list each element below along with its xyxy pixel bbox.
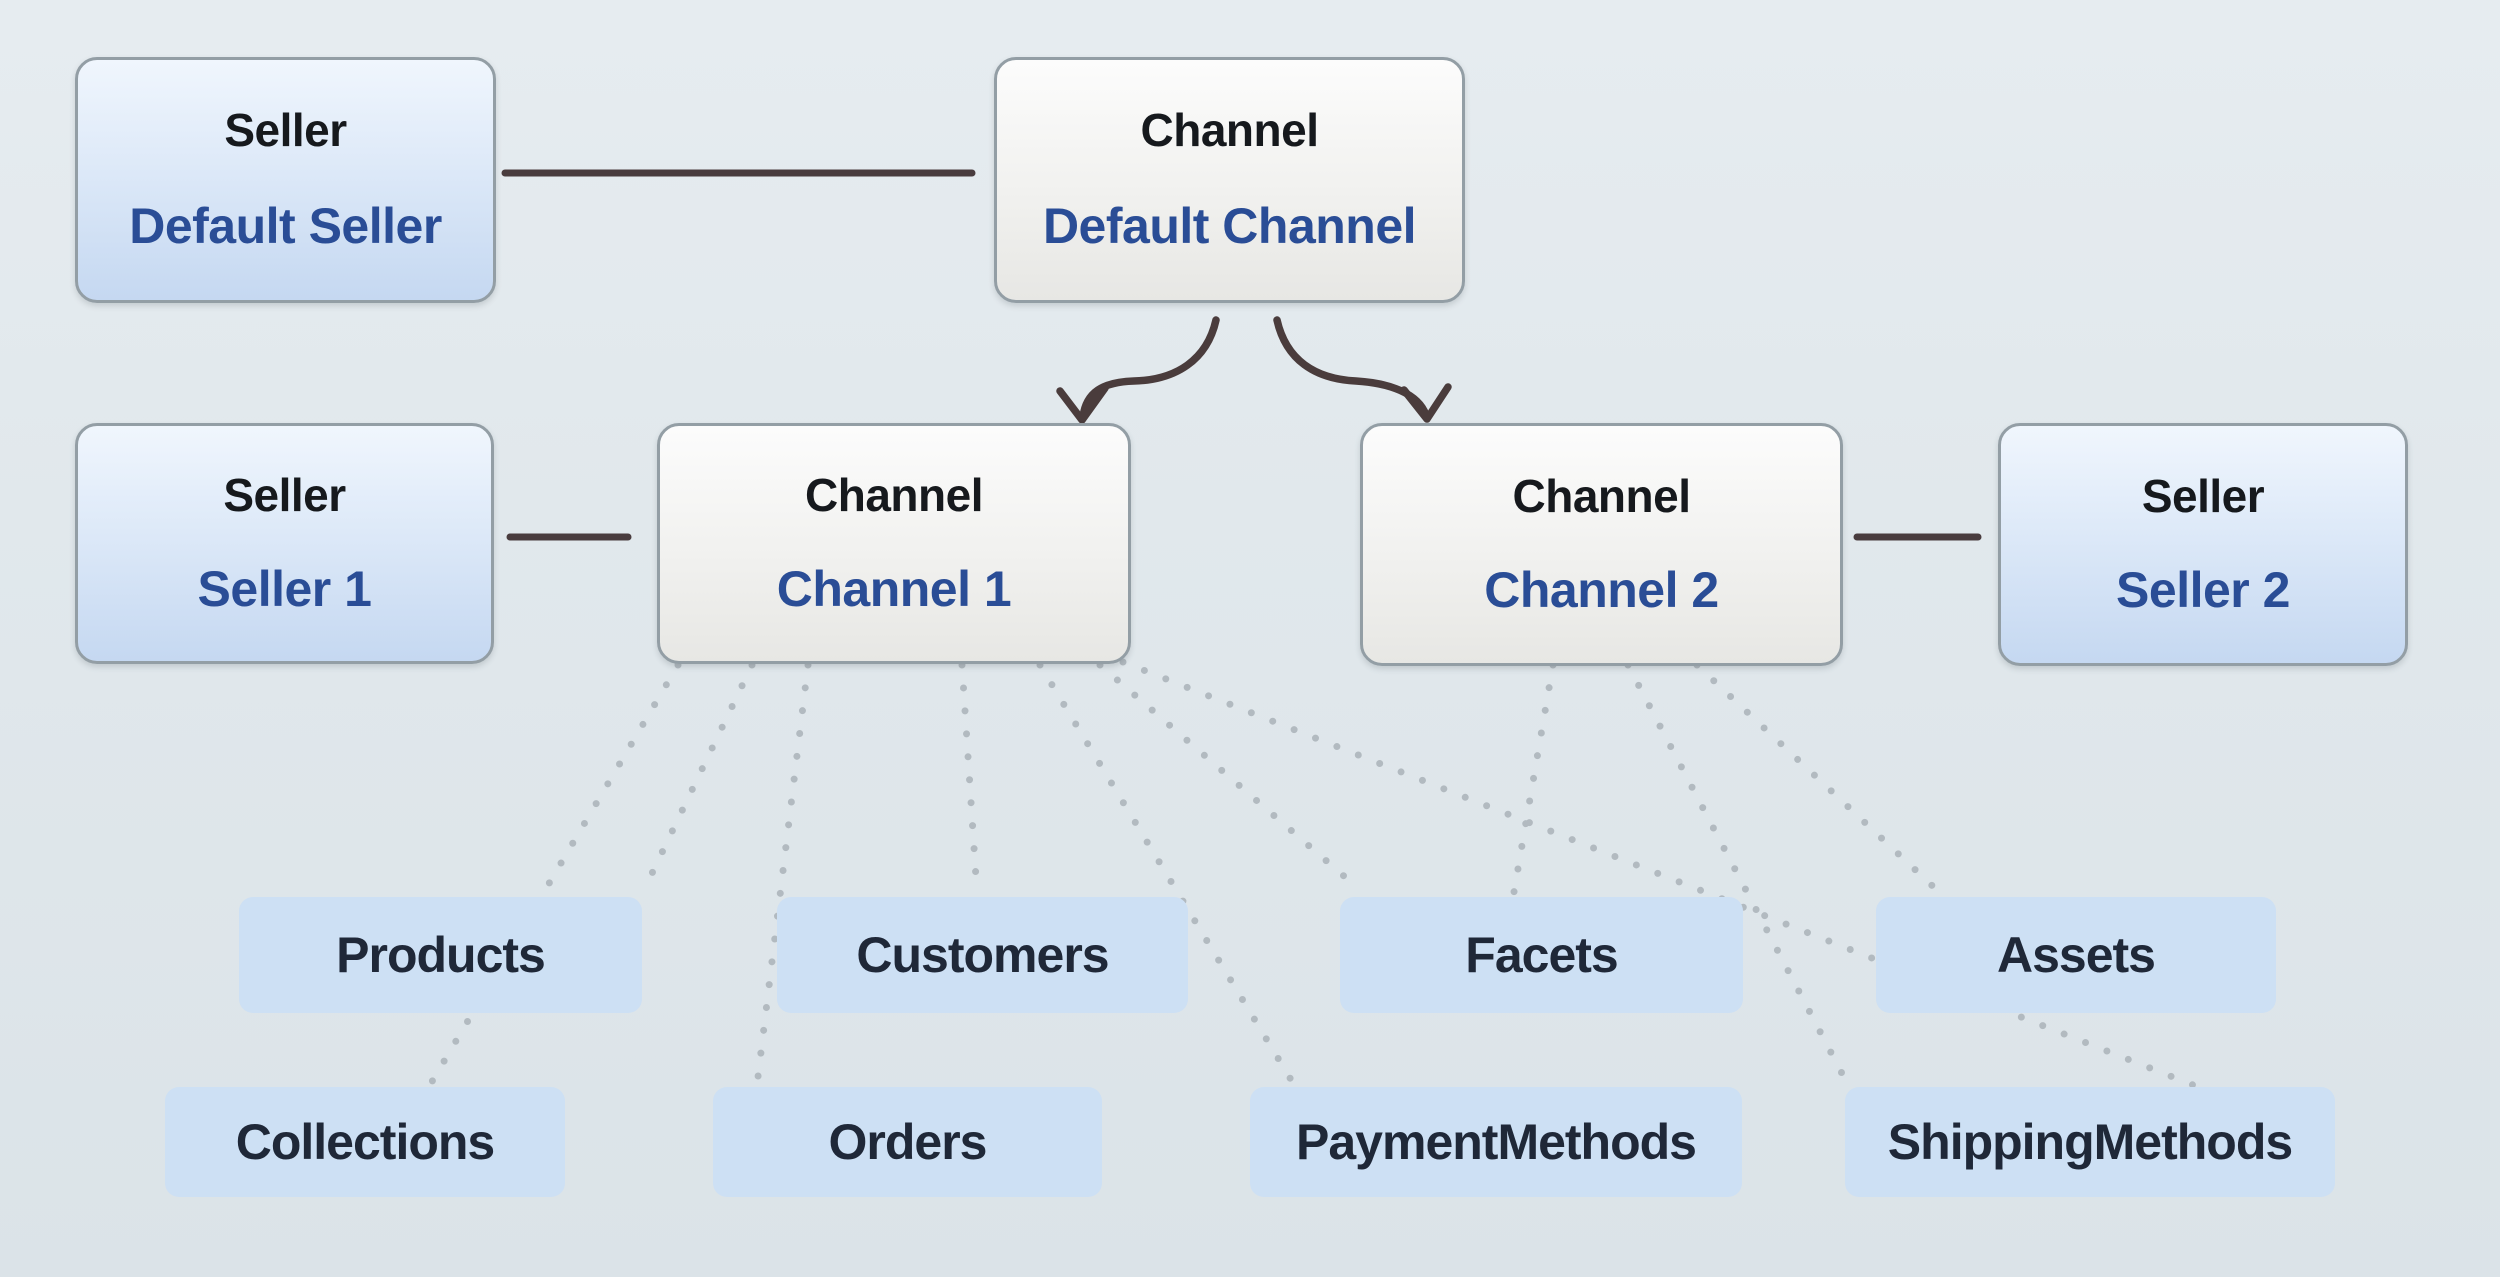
dotted-link-channel1-products [640, 661, 756, 894]
entity-box-channel1: Channel Channel 1 [657, 423, 1131, 664]
entity-box-seller1: Seller Seller 1 [75, 423, 494, 664]
entity-name-label: Seller 1 [197, 560, 372, 617]
resource-chip-orders: Orders [713, 1087, 1102, 1197]
curved-arrow-to-channel2 [1273, 316, 1430, 419]
dotted-link-channel2-facets [1510, 661, 1557, 896]
dotted-link-channel1-customers [958, 661, 981, 897]
resource-chip-customers: Customers [777, 897, 1188, 1013]
entity-name-label: Default Seller [129, 197, 442, 254]
entity-type-label: Channel [805, 469, 983, 522]
entity-box-default-seller: Seller Default Seller [75, 57, 496, 303]
arrowhead-down-icon-left [1056, 384, 1109, 424]
curved-arrow-to-channel1 [1079, 316, 1220, 421]
entity-type-label: Seller [224, 104, 347, 157]
entity-type-label: Channel [1512, 469, 1691, 522]
entity-box-channel2: Channel Channel 2 [1360, 423, 1843, 666]
entity-type-label: Seller [223, 469, 346, 522]
resource-chip-shippingmethods: ShippingMethods [1845, 1087, 2335, 1197]
dotted-link-channel2-assets [1693, 661, 1944, 897]
dotted-link-channel1-shippingmethods [1119, 658, 2197, 1089]
entity-name-label: Default Channel [1042, 197, 1417, 254]
resource-chip-products: Products [239, 897, 642, 1013]
entity-box-default-channel: Channel Default Channel [994, 57, 1465, 303]
resource-chip-paymentmethods: PaymentMethods [1250, 1087, 1742, 1197]
entity-name-label: Channel 1 [776, 560, 1012, 617]
arrowhead-down-icon-right [1400, 383, 1452, 423]
resource-chip-assets: Assets [1876, 897, 2276, 1013]
dotted-link-channel1-paymentmethods [1036, 661, 1297, 1087]
dotted-link-channel1-orders [753, 661, 812, 1089]
dotted-link-channel1-collections [426, 661, 682, 1089]
entity-type-label: Channel [1140, 104, 1319, 157]
resource-chip-facets: Facets [1340, 897, 1743, 1013]
dotted-link-channel2-shippingmethods [1624, 661, 1851, 1087]
entity-name-label: Channel 2 [1484, 562, 1719, 619]
resource-chip-collections: Collections [165, 1087, 565, 1197]
entity-box-seller2: Seller Seller 2 [1998, 423, 2408, 666]
entity-name-label: Seller 2 [2116, 562, 2290, 619]
entity-type-label: Seller [2141, 469, 2265, 522]
dotted-link-channel1-facets [1096, 661, 1364, 894]
